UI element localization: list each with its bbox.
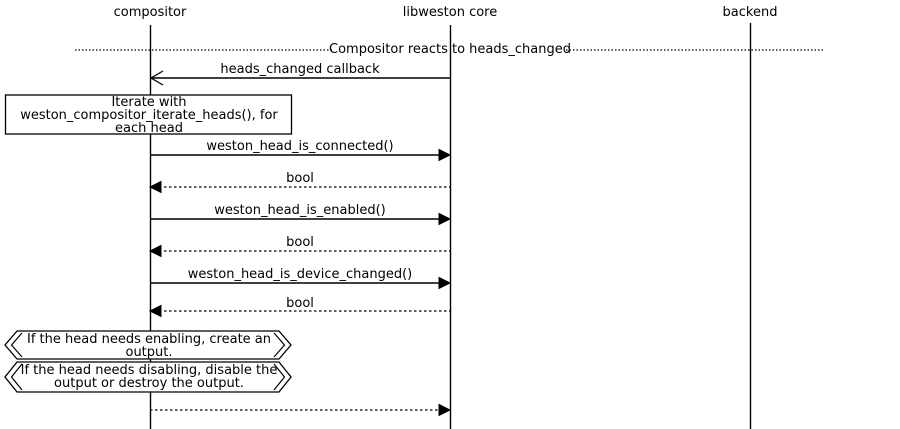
message-label-callback: heads_changed callback [220,62,380,77]
filled-arrowhead-right-icon [438,403,452,417]
hex-chevron-right-icon [273,332,286,358]
filled-arrowhead-right-icon [438,148,452,162]
hex-note-disabling [4,361,292,393]
participant-backend: backend [722,5,778,20]
open-arrowhead-left-icon [149,70,164,86]
filled-arrowhead-right-icon [438,276,452,290]
message-label-bool-connected: bool [286,171,314,186]
message-label-bool-enabled: bool [286,235,314,250]
message-label-is-enabled: weston_head_is_enabled() [214,203,386,218]
filled-arrowhead-left-icon [148,244,162,258]
filled-arrowhead-left-icon [148,304,162,318]
hex-note-enabling [4,330,292,360]
filled-arrowhead-right-icon [438,212,452,226]
hex-chevron-left-icon [10,332,23,358]
note-text-disabling: If the head needs disabling, disable the… [20,363,278,391]
note-text-iterate: Iterate with weston_compositor_iterate_h… [20,95,278,136]
message-label-bool-device-changed: bool [286,296,314,311]
filled-arrowhead-left-icon [148,180,162,194]
note-box-iterate [4,94,293,135]
divider-label: Compositor reacts to heads_changed [329,42,571,57]
participant-libweston-core: libweston core [402,5,498,20]
message-label-is-device-changed: weston_head_is_device_changed() [187,267,413,282]
note-text-enabling: If the head needs enabling, create an ou… [26,332,272,360]
participant-compositor: compositor [113,5,187,20]
hex-chevron-left-icon [10,363,23,391]
hex-chevron-right-icon [273,363,286,391]
message-label-is-connected: weston_head_is_connected() [206,139,394,154]
